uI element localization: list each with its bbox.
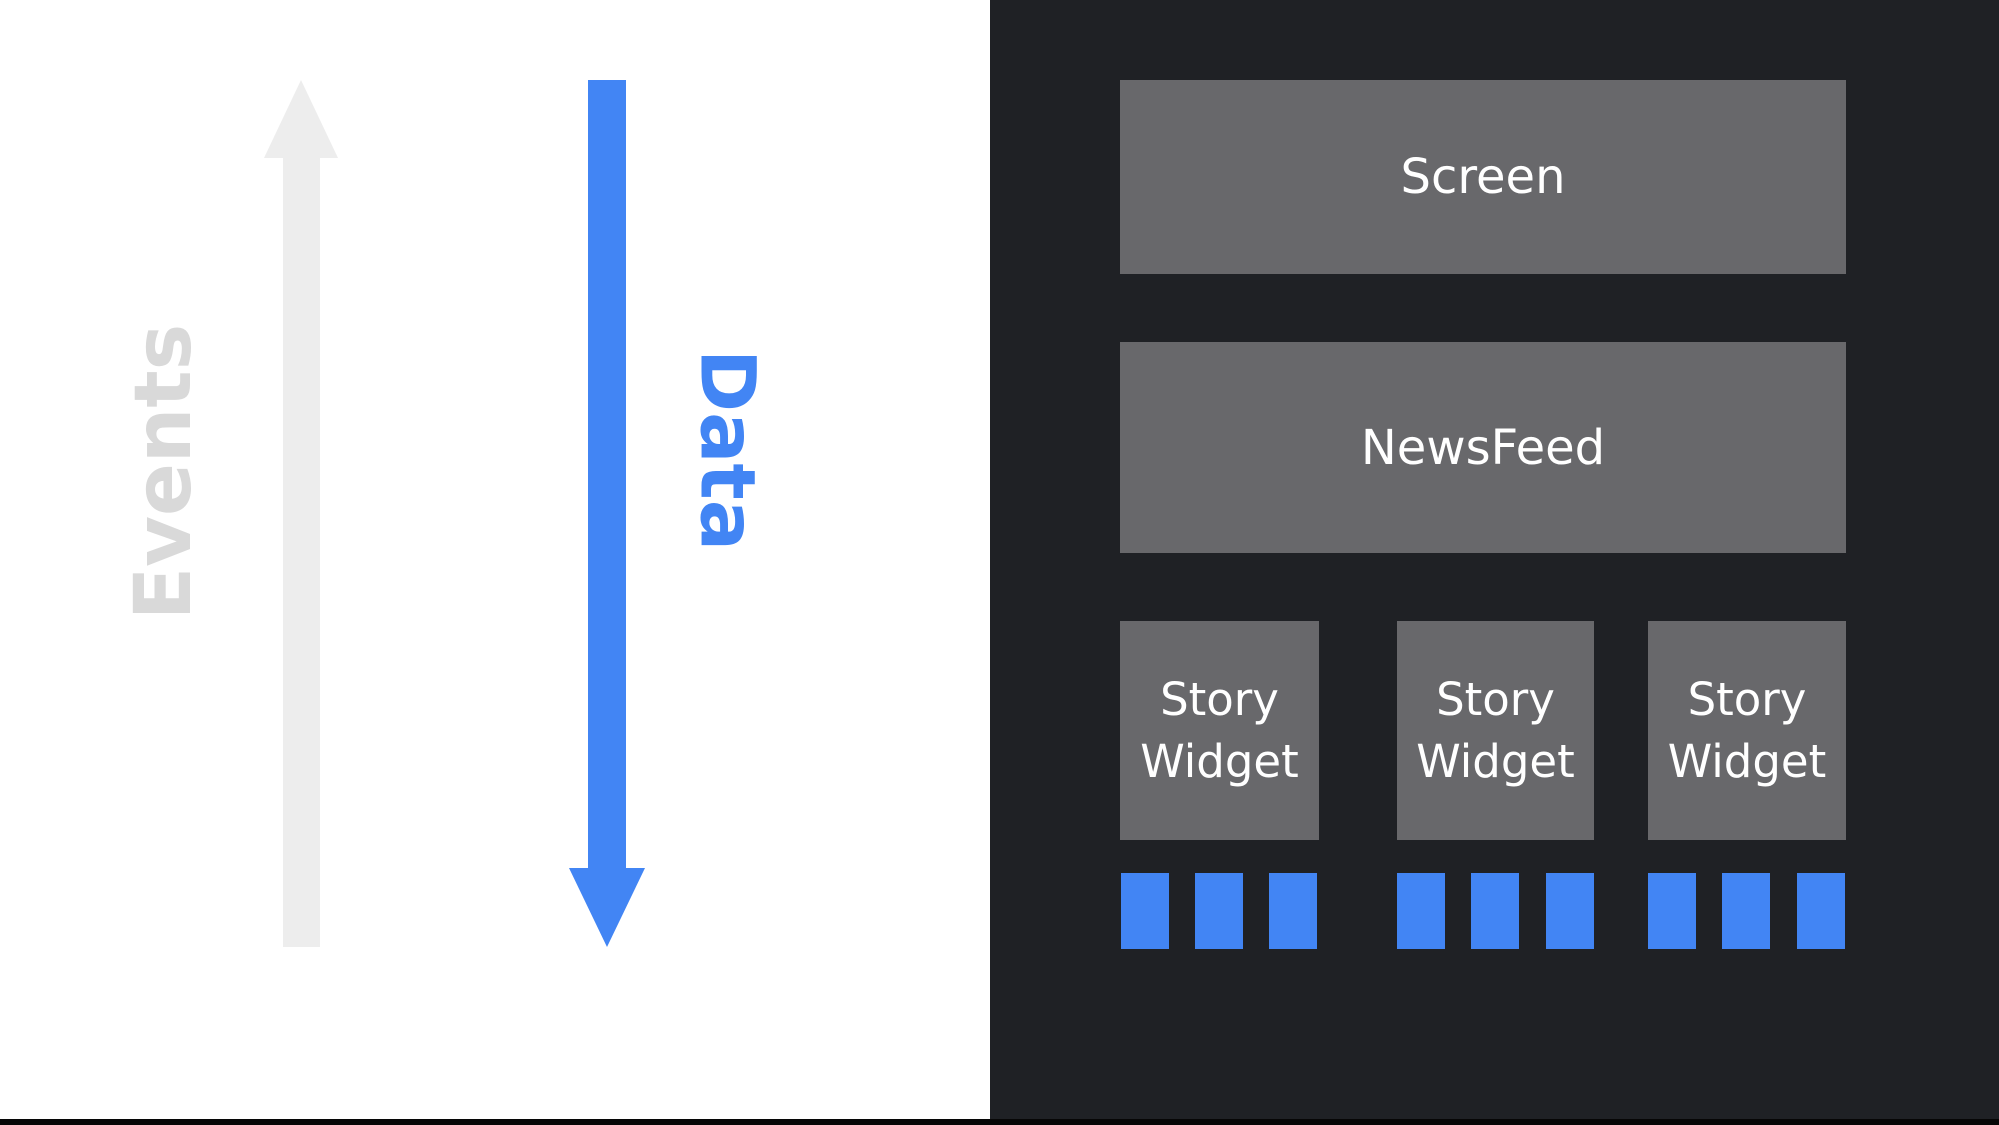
widget-tree-panel: Screen NewsFeed Story Widget Story Widge… [990, 0, 1999, 1125]
events-flow-label: Events [119, 323, 209, 621]
stream-item-square [1269, 873, 1317, 949]
stream-item-square [1722, 873, 1770, 949]
stream-item-square [1648, 873, 1696, 949]
stream-item-square [1471, 873, 1519, 949]
story-widget-box: Story Widget [1397, 621, 1594, 840]
screen-widget-box: Screen [1120, 80, 1846, 274]
story-widget-box: Story Widget [1648, 621, 1846, 840]
stream-item-square [1397, 873, 1445, 949]
story-widget-label: Story Widget [1667, 672, 1827, 788]
newsfeed-widget-box: NewsFeed [1120, 342, 1846, 553]
data-flow-label: Data [683, 349, 773, 551]
stream-item-square [1546, 873, 1594, 949]
events-up-arrow-head-icon [264, 80, 338, 158]
bottom-edge-bar [0, 1119, 1999, 1125]
story-widget-label: Story Widget [1416, 672, 1575, 788]
screen-widget-label: Screen [1400, 149, 1566, 205]
stream-item-square [1195, 873, 1243, 949]
data-down-arrow-head-icon [569, 868, 645, 947]
story-widget-label: Story Widget [1140, 672, 1299, 788]
stream-item-square [1797, 873, 1845, 949]
story-widget-box: Story Widget [1120, 621, 1319, 840]
stream-item-square [1121, 873, 1169, 949]
events-up-arrow-shaft [283, 150, 320, 947]
newsfeed-widget-label: NewsFeed [1360, 419, 1606, 476]
data-down-arrow-shaft [588, 80, 626, 870]
